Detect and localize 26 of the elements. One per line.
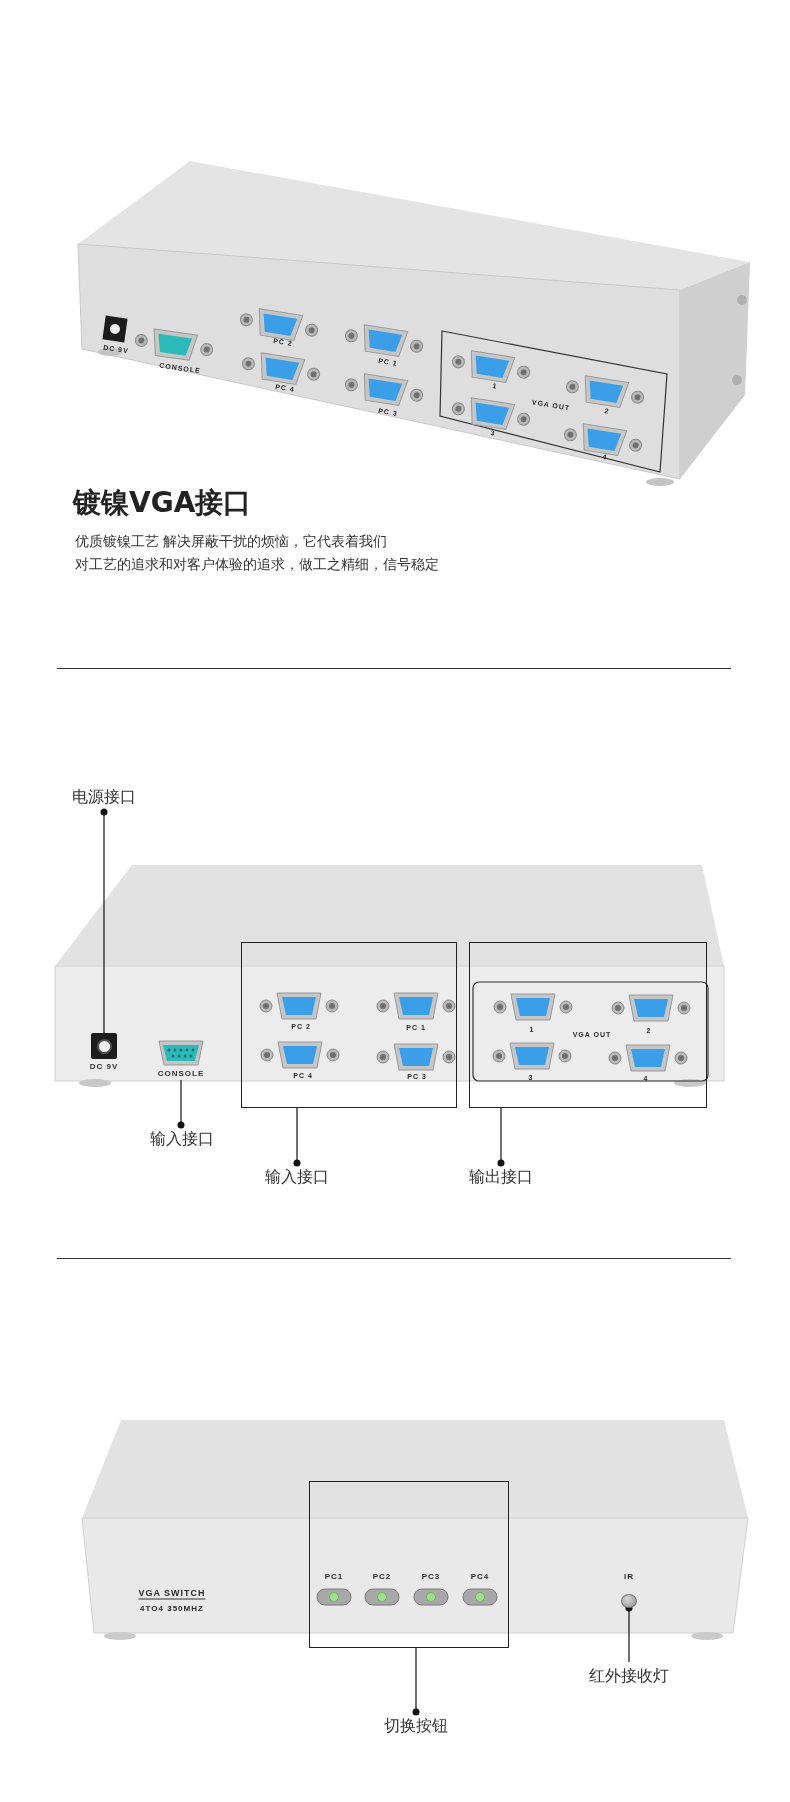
panel-label: 4TO4 350MHZ [140,1605,204,1613]
leader-line [293,1107,301,1167]
leader-line [412,1647,420,1716]
leader-line [497,1107,505,1167]
callout-label: 电源接口 [62,782,146,812]
callout-label: 输入接口 [140,1125,224,1153]
callout-label: 红外接收灯 [576,1662,682,1690]
port-label: CONSOLE [157,1070,205,1078]
highlight-frame [469,942,707,1108]
section-heading: 镀镍VGA接口 [73,486,252,520]
panel-label: PC3 [421,1573,441,1581]
panel-label: IR [624,1573,634,1581]
panel-label: PC4 [470,1573,490,1581]
callout-label: 输入接口 [255,1163,339,1191]
panel-label: PC1 [324,1573,344,1581]
panel-label: VGA SWITCH [138,1588,206,1600]
description-text: 对工艺的追求和对客户体验的追求，做工之精细，信号稳定 [75,557,439,571]
callout-label: 切换按钮 [374,1712,458,1740]
callout-label: 输出接口 [459,1163,543,1191]
panel-label: PC2 [372,1573,392,1581]
port-label: DC 9V [89,1063,119,1071]
highlight-frame [309,1481,509,1648]
leader-line [177,1079,185,1129]
description-text: 优质镀镍工艺 解决屏蔽干扰的烦恼，它代表着我们 [75,534,388,548]
highlight-frame [241,942,457,1108]
leader-line [100,808,108,1034]
